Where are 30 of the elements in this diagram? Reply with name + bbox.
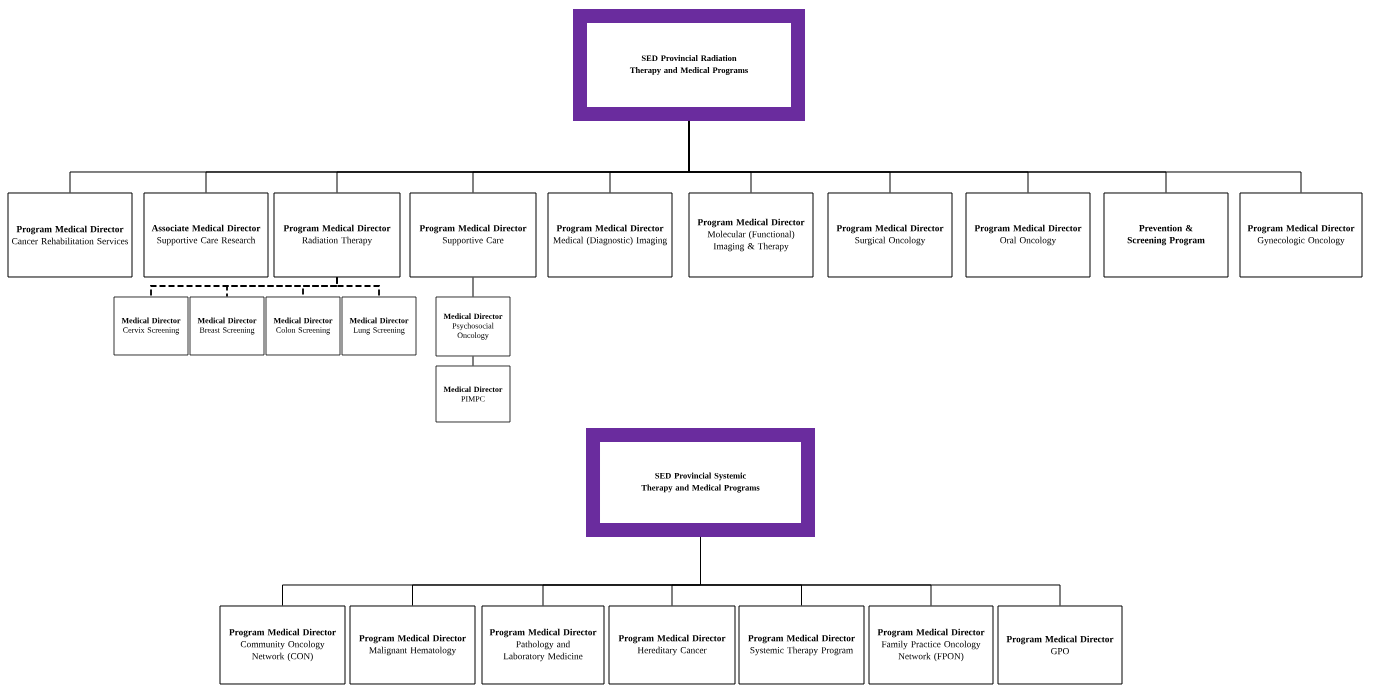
director-box: Medical Director Cervix Screening (113, 296, 189, 356)
director-box: Program Medical Director Gynecologic Oncology (1239, 192, 1363, 278)
connector-line (472, 355, 474, 367)
program-box: SED Provincial Radiation Therapy and Medical Programs (573, 9, 805, 121)
director-box: Program Medical Director GPO (997, 605, 1123, 685)
director-box: Program Medical Director Medical (Diagnostic) Imaging (547, 192, 673, 278)
director-box: Program Medical Director Radiation Therapy (273, 192, 401, 278)
director-box: Program Medical Director Oral Oncology (965, 192, 1091, 278)
director-box: Program Medical Director Community Oncology Network (CON) (219, 605, 346, 685)
director-box: Program Medical Director Systemic Therapy Program (738, 605, 865, 685)
director-box: Program Medical Director Pathology and Laboratory Medicine (481, 605, 605, 685)
director-box: Program Medical Director Hereditary Cancer (608, 605, 736, 685)
director-box: Medical Director Colon Screening (265, 296, 341, 356)
director-box: Program Medical Director Supportive Care (409, 192, 537, 278)
director-box: Medical Director Breast Screening (189, 296, 265, 356)
director-box: Medical Director PIMPC (435, 365, 511, 423)
director-box: Medical Director Psychosocial Oncology (435, 296, 511, 357)
director-box: Program Medical Director Cancer Rehabilitation Services (7, 192, 133, 278)
director-box: Program Medical Director Malignant Hematology (349, 605, 476, 685)
connector-line (472, 277, 474, 298)
director-box: Associate Medical Director Supportive Care Research (143, 192, 269, 278)
director-box: Program Medical Director Family Practice Oncology Network (FPON) (868, 605, 994, 685)
director-box: Program Medical Director Molecular (Functional) Imaging & Therapy (688, 192, 814, 278)
connector-line (336, 276, 380, 298)
connector-line (688, 120, 1302, 193)
director-box: Prevention & Screening Program (1103, 192, 1229, 278)
connector-line (700, 536, 1061, 606)
director-box: Program Medical Director Surgical Oncology (827, 192, 953, 278)
program-box: SED Provincial Systemic Therapy and Medical Programs (586, 428, 815, 537)
director-box: Medical Director Lung Screening (341, 296, 417, 356)
